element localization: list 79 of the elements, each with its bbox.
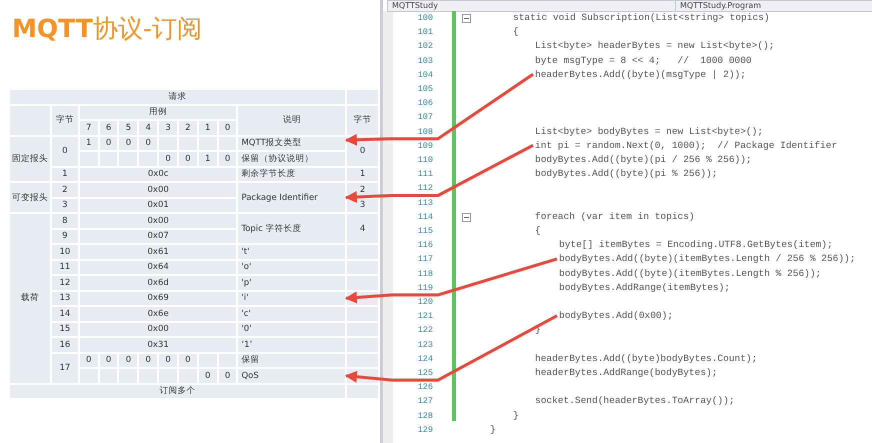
- code-line: bodyBytes.Add(0x00);: [559, 310, 674, 322]
- code-line: headerBytes.Add((byte)(msgType | 2));: [535, 68, 746, 80]
- line-number: 112: [416, 183, 433, 194]
- code-line: }: [513, 410, 519, 421]
- line-number: 127: [416, 396, 433, 406]
- code-line: byte msgType = 8 << 4; // 1000 0000: [535, 54, 752, 66]
- line-number: 111: [416, 169, 433, 180]
- line-number: 129: [416, 424, 433, 435]
- arrow: [344, 257, 558, 304]
- table-cell: Package Identifier: [237, 182, 346, 213]
- line-number: 113: [416, 198, 433, 208]
- table-cell: 'c': [237, 306, 346, 322]
- code-line: byte[] itemBytes = Encoding.UTF8.GetBytes(item);: [559, 239, 833, 250]
- arrow: [344, 144, 534, 204]
- line-number: 109: [416, 140, 433, 151]
- code-line: bodyBytes.Add((byte)(itemBytes.Length / 256 % 256));: [559, 253, 856, 264]
- arrow: [344, 73, 534, 146]
- line-number: 110: [416, 155, 433, 165]
- line-number: 117: [416, 254, 433, 264]
- table-cell: 0x00: [78, 213, 238, 228]
- code-line: foreach (var item in topics): [535, 210, 695, 222]
- line-number: 106: [416, 98, 433, 108]
- table-cell: 'p': [237, 275, 346, 290]
- line-number: 102: [416, 41, 433, 52]
- table-cell: 字节: [346, 104, 379, 136]
- file-tab: MQTTStudy.Program: [675, 0, 872, 12]
- line-number: 100: [416, 13, 433, 23]
- table-cell: 4: [346, 213, 379, 244]
- table-cell: 载荷: [9, 213, 51, 384]
- code-line: {: [513, 26, 519, 38]
- line-number: 124: [416, 354, 433, 364]
- code-line: bodyBytes.Add((byte)(itemBytes.Length % 256));: [559, 268, 822, 279]
- code-line: }: [490, 424, 496, 435]
- line-number: 118: [416, 268, 433, 279]
- code-line: static void Subscription(List<string> topics): [513, 12, 770, 23]
- table-cell: ‘1’: [237, 337, 346, 352]
- line-number: 101: [416, 27, 433, 38]
- table-cell: Topic 字符长度: [237, 213, 346, 244]
- line-number: 126: [416, 382, 433, 392]
- line-number: 108: [416, 126, 433, 137]
- line-number: 122: [416, 325, 433, 336]
- table-cell: 0x00: [78, 182, 238, 198]
- code-line: bodyBytes.Add((byte)(pi % 256));: [535, 168, 718, 180]
- code-line: int pi = random.Next(0, 1000); // Package Identifier: [535, 140, 838, 151]
- line-number: 119: [416, 282, 433, 293]
- table-cell: 't': [237, 244, 346, 260]
- table-cell: 0x31: [78, 337, 238, 352]
- line-number: 128: [416, 410, 433, 421]
- line-number: 114: [416, 212, 433, 222]
- line-number: 104: [416, 70, 433, 80]
- line-number: 123: [416, 340, 433, 350]
- line-number: 115: [416, 226, 433, 236]
- table-cell: 0x61: [78, 244, 238, 260]
- code-line: headerBytes.AddRange(bodyBytes);: [535, 367, 718, 378]
- table-cell: 固定报头: [9, 136, 51, 182]
- line-number: 125: [416, 368, 433, 378]
- code-line: List<byte> bodyBytes = new List<byte>();: [535, 126, 764, 137]
- file-tab: MQTTStudy: [387, 0, 677, 12]
- table-cell: QoS: [237, 368, 346, 384]
- line-number: 103: [416, 56, 433, 66]
- code-line: bodyBytes.AddRange(itemBytes);: [559, 282, 730, 293]
- code-line: List<byte> headerBytes = new List<byte>();: [535, 40, 774, 52]
- slide-title: MQTT协议-订阅: [12, 13, 202, 45]
- table-cell: 请求: [9, 89, 346, 104]
- code-line: bodyBytes.Add((byte)(pi / 256 % 256));: [535, 154, 752, 165]
- table-cell: 0x6e: [78, 306, 238, 322]
- line-number: 121: [416, 311, 433, 322]
- table-cell: 可变报头: [9, 182, 51, 213]
- line-number: 120: [416, 297, 433, 307]
- arrow: [344, 314, 558, 383]
- line-number: 107: [416, 112, 433, 122]
- code-line: {: [535, 225, 541, 236]
- line-number: 116: [416, 240, 433, 250]
- code-line: socket.Send(headerBytes.ToArray());: [535, 395, 735, 406]
- table-cell: 保留（协议说明）: [237, 151, 346, 166]
- code-line: headerBytes.Add((byte)bodyBytes.Count);: [535, 352, 758, 364]
- table-cell: 0x6d: [78, 275, 238, 290]
- line-number: 105: [416, 84, 433, 94]
- table-cell: 说明: [237, 104, 346, 136]
